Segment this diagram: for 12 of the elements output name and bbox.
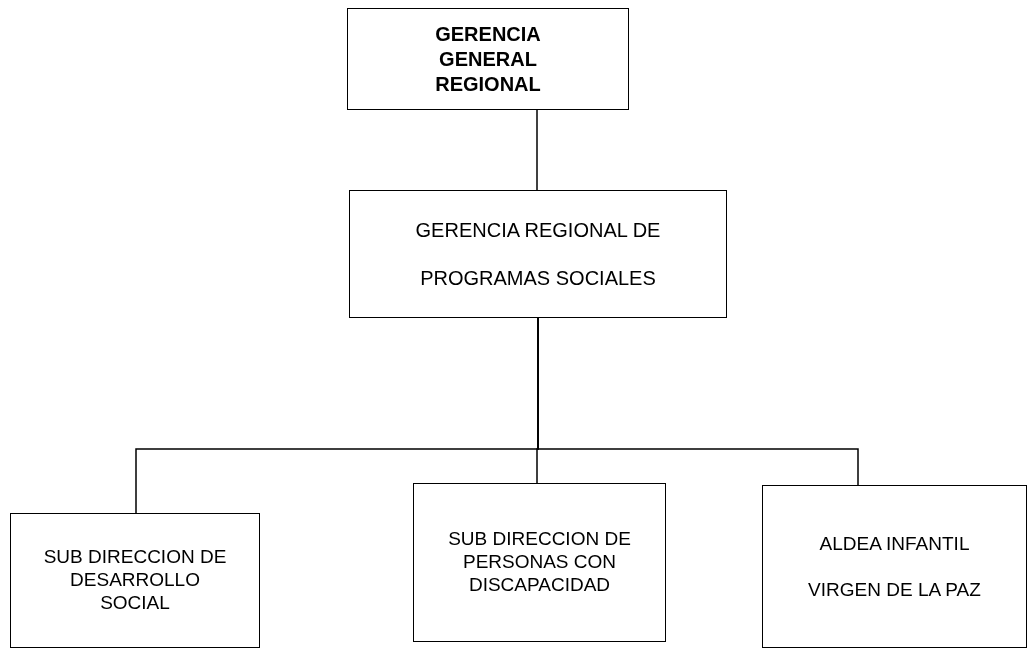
- unit-name: ALDEA INFANTIL VIRGEN DE LA PAZ: [807, 531, 982, 602]
- connector-line: [536, 109, 538, 191]
- org-unit-box: [762, 485, 1027, 648]
- unit-name: GERENCIA GENERAL REGIONAL: [434, 21, 542, 97]
- unit-name: SUB DIRECCION DE DESARROLLO SOCIAL: [42, 546, 228, 615]
- org-unit-box: [349, 190, 727, 318]
- connector-line: [537, 317, 859, 486]
- unit-name: SUB DIRECCION DE PERSONAS CON DISCAPACIDAD: [447, 528, 632, 597]
- org-unit-box: [413, 483, 666, 642]
- unit-name: GERENCIA REGIONAL DE PROGRAMAS SOCIALES: [414, 218, 662, 291]
- org-unit-box: [10, 513, 260, 648]
- org-unit-box: [347, 8, 629, 110]
